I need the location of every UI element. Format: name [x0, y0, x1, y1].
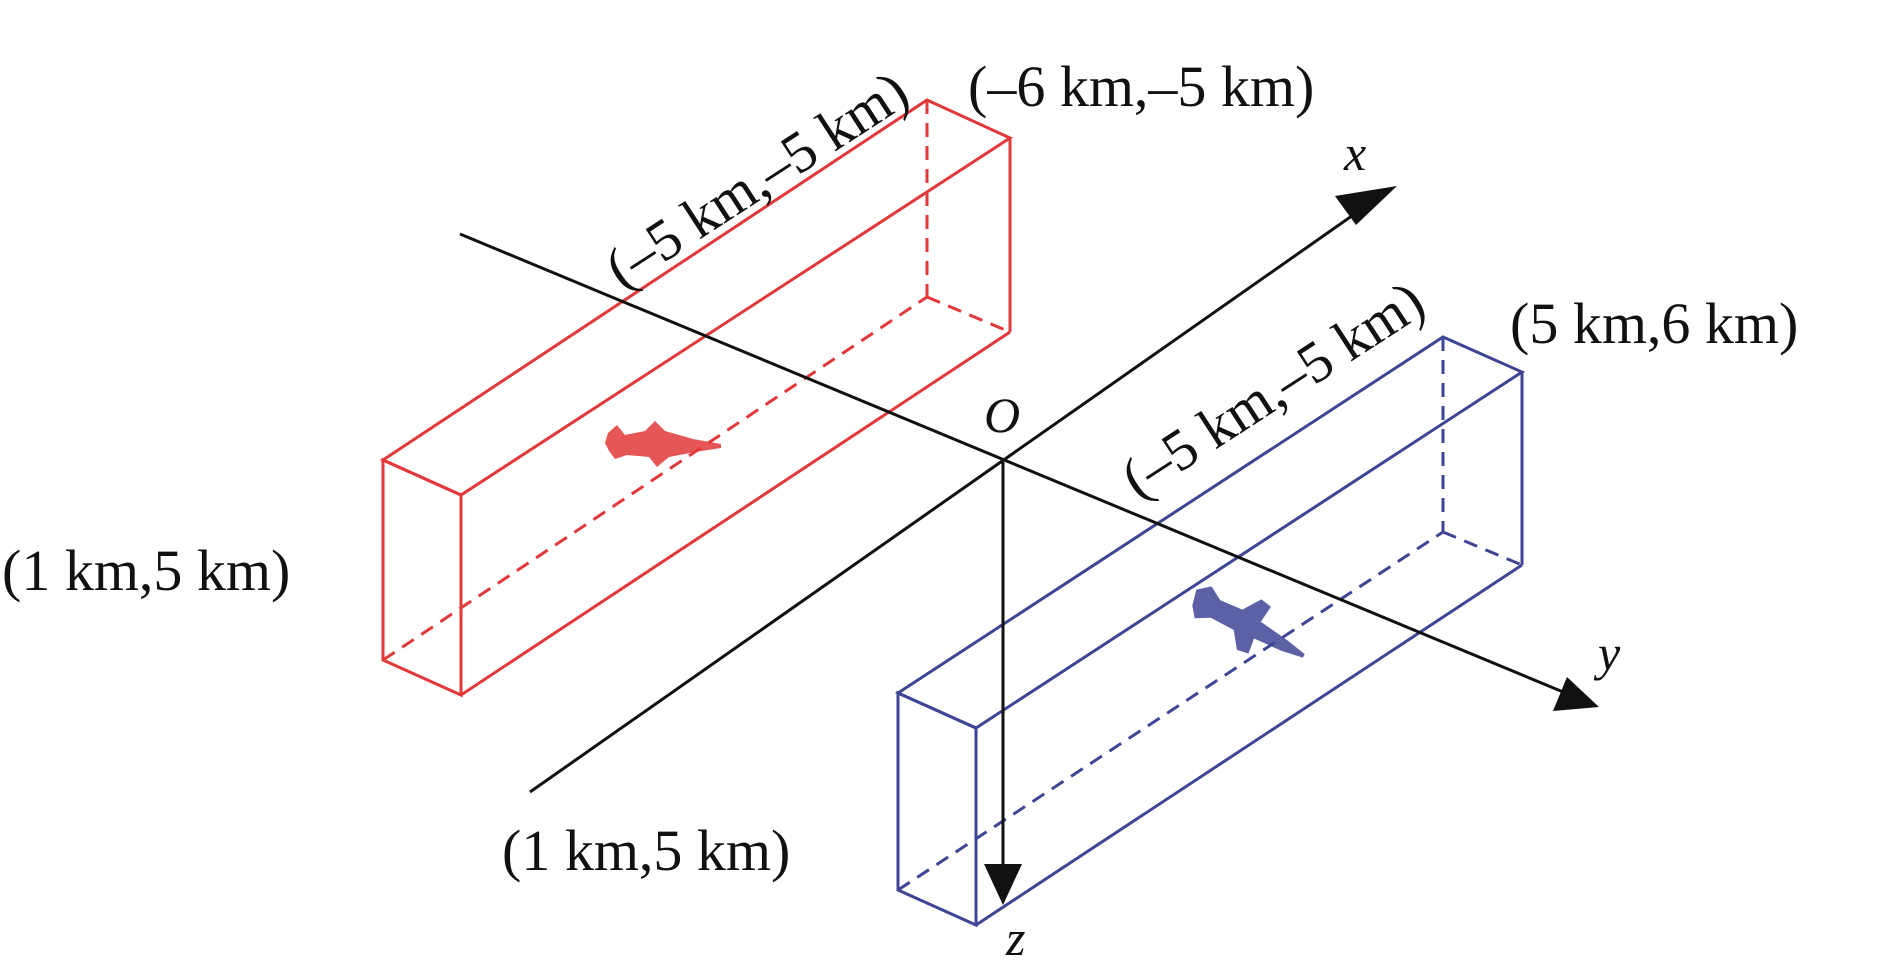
blue-box-hidden-back — [1442, 530, 1523, 567]
blue-fighter-jet-icon — [1192, 586, 1305, 658]
blue-box-hidden-bottom — [897, 530, 1444, 892]
red-box-top-face — [379, 98, 1014, 497]
y-axis-line — [459, 232, 1569, 696]
red-box-hidden-back — [926, 295, 1011, 334]
axes — [459, 186, 1599, 905]
red-airspace-box — [379, 98, 1014, 698]
blue-box-top-corner-label: (5 km,6 km) — [1510, 291, 1798, 356]
blue-box-bottom-edge — [975, 563, 1523, 927]
blue-box-bottom-left-label: (1 km,5 km) — [502, 818, 790, 883]
red-box-near-end-face — [381, 457, 463, 698]
red-box-left-label: (1 km,5 km) — [2, 538, 290, 603]
blue-box-top-edge-label: (–5 km,–5 km) — [1110, 268, 1436, 511]
red-box-hidden-bottom — [382, 295, 928, 662]
origin-label: O — [984, 387, 1020, 443]
red-box-top-corner-label: (–6 km,–5 km) — [968, 54, 1314, 119]
blue-airspace-box — [894, 335, 1526, 928]
red-box-top-edge-label: (–5 km,–5 km) — [594, 58, 920, 301]
y-axis-arrowhead — [1553, 677, 1599, 711]
x-axis-arrowhead — [1335, 186, 1397, 225]
x-axis-line — [529, 204, 1367, 794]
blue-box-near-end-face — [896, 690, 978, 928]
x-axis-label: x — [1343, 125, 1366, 181]
y-axis-label: y — [1593, 625, 1621, 681]
red-fighter-jet-icon — [605, 421, 721, 467]
z-axis-arrowhead — [984, 864, 1022, 905]
z-axis-label: z — [1005, 910, 1025, 960]
red-box-bottom-edge — [460, 330, 1011, 697]
